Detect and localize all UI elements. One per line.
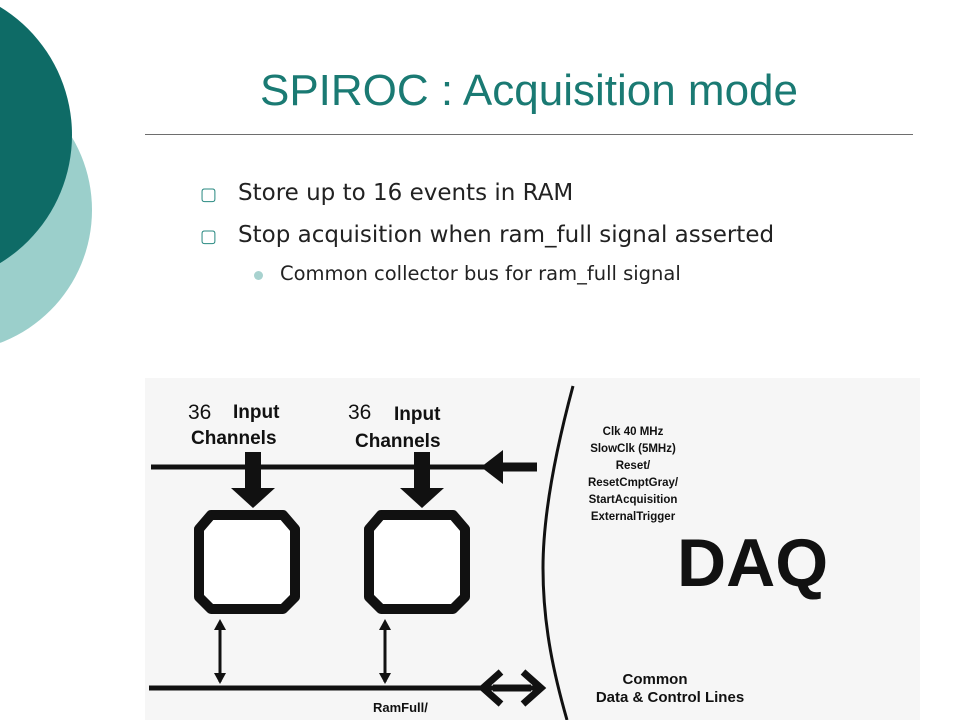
chip2-bus-connection — [379, 619, 391, 684]
dark-teal-circle — [0, 6, 72, 264]
ramfull-label: RamFull/ — [373, 700, 428, 715]
signal-slowclk: SlowClk (5MHz) — [590, 443, 676, 455]
chip2-label-line1: Input — [394, 404, 441, 425]
top-bus-arrow — [481, 450, 537, 484]
bullet-list: ▢ Store up to 16 events in RAM ▢ Stop ac… — [200, 176, 940, 294]
bottom-bus-double-arrow — [477, 669, 547, 707]
bullet-text: Store up to 16 events in RAM — [238, 180, 574, 206]
title-divider — [145, 134, 913, 135]
hollow-square-icon: ▢ — [200, 184, 218, 205]
chip2-input-arrow — [400, 452, 444, 508]
signal-reset: Reset/ — [616, 460, 651, 472]
hollow-square-icon: ▢ — [200, 226, 218, 247]
signal-resetcmptgray: ResetCmptGray/ — [588, 477, 679, 489]
decorative-circles — [0, 6, 92, 343]
common-label: Common — [623, 671, 688, 688]
data-control-lines-label: Data & Control Lines — [596, 689, 744, 706]
sub-bullet-text: Common collector bus for ram_full signal — [280, 262, 681, 285]
acquisition-diagram: 36 Input Channels 36 Input Channels — [145, 378, 920, 721]
chip1-bus-connection — [214, 619, 226, 684]
system-boundary-line — [541, 385, 575, 721]
chip1-count: 36 — [188, 401, 211, 424]
daq-signal-list: Clk 40 MHz SlowClk (5MHz) Reset/ ResetCm… — [588, 426, 679, 523]
chip2-label-line2: Channels — [355, 431, 441, 452]
slide-title: SPIROC : Acquisition mode — [259, 66, 798, 115]
chip2-count: 36 — [348, 401, 371, 424]
chip1-block — [194, 510, 300, 614]
sub-bullet-item: Common collector bus for ram_full signal — [200, 260, 940, 294]
bullet-item: ▢ Stop acquisition when ram_full signal … — [200, 218, 940, 260]
signal-externaltrigger: ExternalTrigger — [591, 511, 676, 523]
diagram-canvas: 36 Input Channels 36 Input Channels — [145, 378, 920, 721]
signal-startacquisition: StartAcquisition — [589, 494, 678, 506]
bullet-item: ▢ Store up to 16 events in RAM — [200, 176, 940, 218]
chip1-label-line2: Channels — [191, 428, 277, 449]
daq-label: DAQ — [677, 525, 828, 601]
chip1-label-line1: Input — [233, 402, 280, 423]
signal-clk: Clk 40 MHz — [603, 426, 664, 438]
dot-icon — [254, 271, 263, 280]
bullet-text: Stop acquisition when ram_full signal as… — [238, 222, 775, 248]
chip2-block — [364, 510, 470, 614]
chip1-input-arrow — [231, 452, 275, 508]
